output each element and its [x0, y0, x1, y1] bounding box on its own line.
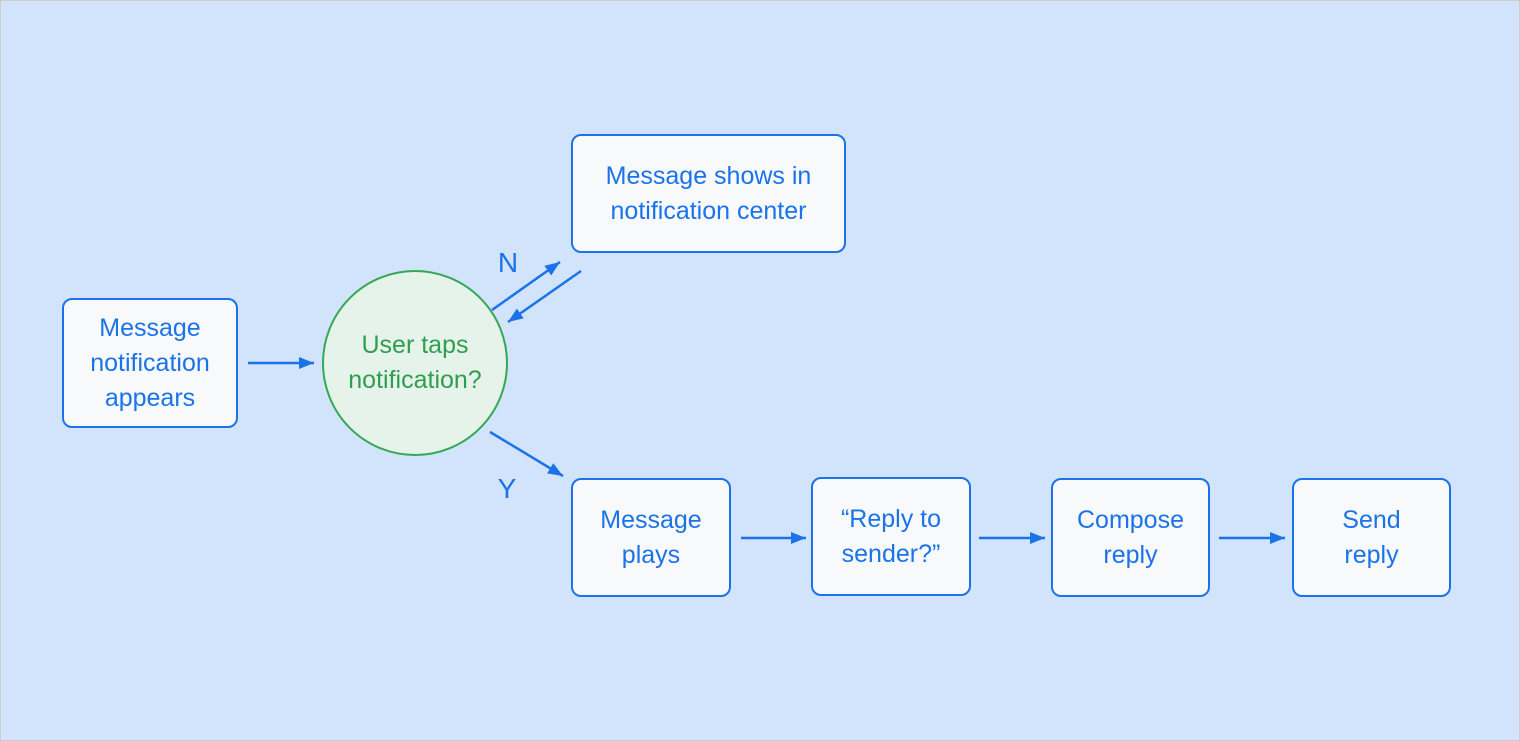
node-compose-reply: Compose reply	[1051, 478, 1210, 597]
node-reply-to-sender-prompt: “Reply to sender?”	[811, 477, 971, 596]
edge-notification-center-to-decision	[507, 269, 582, 324]
edge-label-no: N	[497, 247, 519, 278]
node-user-taps-notification-decision: User taps notification?	[322, 270, 508, 456]
edge-label-yes: Y	[497, 473, 517, 504]
node-message-shows-in-notification-center: Message shows in notification center	[571, 134, 846, 253]
node-message-notification-appears: Message notification appears	[62, 298, 238, 428]
edge-decision-to-notification-center	[491, 260, 561, 312]
node-message-plays: Message plays	[571, 478, 731, 597]
node-send-reply: Send reply	[1292, 478, 1451, 597]
edge-decision-to-message-plays	[489, 430, 564, 478]
